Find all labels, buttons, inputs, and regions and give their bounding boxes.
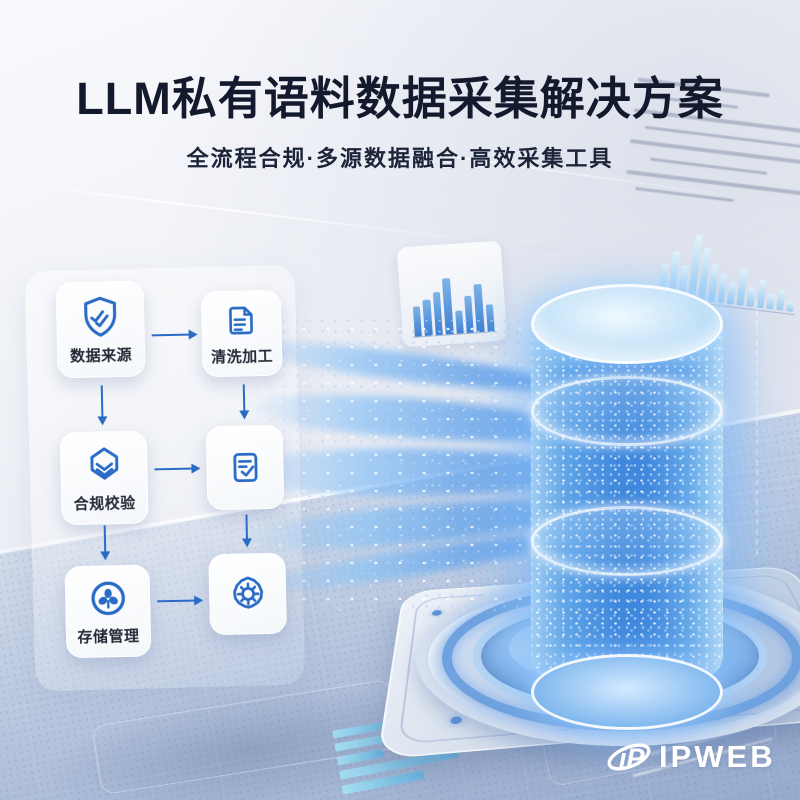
- cylinder-top-ellipse: [531, 284, 723, 364]
- ipweb-logo-icon: iP: [607, 743, 651, 773]
- document-check-icon: [232, 452, 258, 483]
- brand-logo: iP IPWEB: [606, 734, 776, 780]
- page-title: LLM私有语料数据采集解决方案: [76, 73, 724, 124]
- flow-node-label: 合规校验: [73, 494, 136, 513]
- arrow-down-icon: [242, 384, 246, 418]
- arrow-down-icon: [245, 514, 249, 546]
- arrow-right-icon: [154, 467, 199, 471]
- document-lines-icon: [229, 306, 253, 335]
- storage-fan-icon: [90, 581, 125, 616]
- arrow-down-icon: [103, 525, 107, 559]
- page-subtitle: 全流程合规·多源数据融合·高效采集工具: [186, 145, 614, 171]
- flow-node-review: [205, 424, 285, 511]
- bar: [336, 748, 384, 766]
- flow-node-settings: [208, 552, 287, 636]
- cylinder-tier-rim: [531, 506, 723, 576]
- database-cylinder: [531, 284, 723, 730]
- header: LLM私有语料数据采集解决方案 全流程合规·多源数据融合·高效采集工具: [0, 74, 800, 173]
- cylinder-tier-rim: [531, 376, 723, 446]
- flow-node-label: 存储管理: [77, 627, 140, 646]
- gear-badge-icon: [232, 576, 263, 609]
- arrow-right-icon: [157, 599, 202, 603]
- brand-logo-text: IPWEB: [659, 739, 776, 774]
- arrow-right-icon: [151, 333, 196, 337]
- flow-node-label: 清洗加工: [210, 347, 274, 367]
- shield-layers-icon: [89, 446, 118, 480]
- flow-node-data-source: 数据来源: [55, 280, 146, 379]
- svg-text:iP: iP: [619, 743, 646, 773]
- arrow-down-icon: [100, 385, 104, 424]
- flow-node-cleaning: 清洗加工: [200, 289, 283, 378]
- cylinder-bottom-ellipse: [531, 654, 723, 730]
- shield-check-icon: [84, 296, 117, 337]
- flow-node-label: 数据来源: [69, 346, 133, 366]
- process-flowchart: 数据来源 清洗加工 合规校验: [0, 0, 347, 703]
- flow-node-storage: 存储管理: [64, 564, 152, 659]
- flow-node-compliance: 合规校验: [59, 430, 149, 526]
